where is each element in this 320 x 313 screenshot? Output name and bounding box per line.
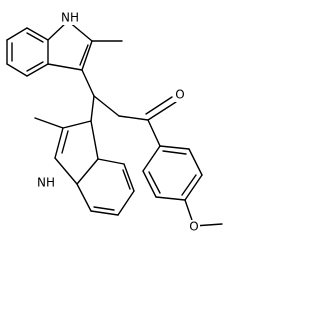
bond (159, 145, 190, 150)
bond (61, 130, 69, 154)
bond (47, 63, 83, 71)
bond (26, 61, 44, 72)
bond (76, 183, 92, 212)
bond (145, 96, 173, 115)
bond (6, 27, 28, 41)
bond (90, 210, 119, 216)
bond (79, 44, 89, 66)
bond (81, 40, 93, 71)
carbonyl-oxygen-label: O (175, 88, 184, 102)
bond (155, 196, 186, 201)
bond (188, 148, 203, 176)
bond (76, 158, 99, 185)
bond (123, 163, 135, 192)
bond (142, 145, 161, 172)
bond (54, 157, 78, 185)
bond (62, 120, 92, 129)
bond (26, 27, 49, 41)
bond (93, 95, 120, 117)
bond (184, 174, 203, 201)
bond (54, 127, 64, 159)
atom-label-bg (188, 220, 200, 234)
atom-label-bg (174, 88, 186, 102)
bond (97, 158, 125, 165)
nh-bottom-label: NH (37, 176, 55, 190)
bond (147, 101, 177, 121)
methoxy-oxygen-label: O (189, 220, 198, 234)
chemical-structure: NH O NH O (6, 11, 223, 234)
bond (148, 171, 161, 194)
atom-label-bg (60, 11, 80, 25)
bonds (6, 20, 223, 227)
bond (122, 169, 131, 190)
bond (118, 115, 149, 121)
bond (147, 119, 161, 147)
bond (90, 95, 95, 122)
nh-top-label: NH (61, 11, 79, 25)
bond (117, 190, 135, 216)
atom-label-bg (36, 176, 56, 190)
bond (34, 117, 64, 129)
bond (6, 63, 28, 77)
atom-labels: NH O NH O (36, 11, 200, 234)
bond (26, 32, 44, 43)
bond (142, 170, 157, 198)
bond (26, 63, 49, 77)
bond (81, 69, 95, 97)
bond (90, 120, 99, 160)
bond (162, 150, 187, 155)
bond (93, 206, 115, 211)
bond (181, 174, 197, 196)
